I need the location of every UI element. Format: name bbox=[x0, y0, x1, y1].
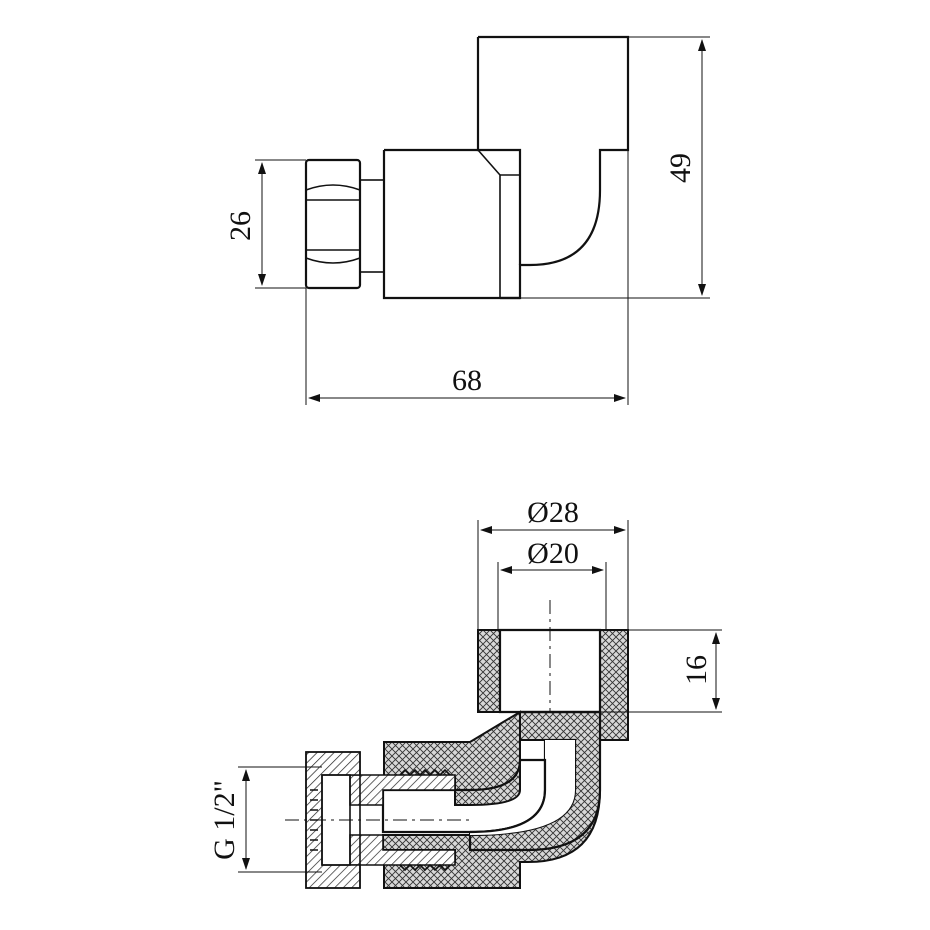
label-height: 49 bbox=[664, 153, 697, 183]
top-socket bbox=[478, 35, 630, 300]
dim-overall-length: 68 bbox=[305, 150, 629, 405]
label-inner-diameter: Ø20 bbox=[527, 537, 579, 570]
label-nut-size: 26 bbox=[224, 211, 257, 241]
top-view: 26 49 68 bbox=[224, 35, 710, 405]
section-view: Ø28 Ø20 16 G 1/2" bbox=[208, 496, 722, 889]
label-overall-length: 68 bbox=[452, 364, 482, 397]
dim-thread: G 1/2" bbox=[208, 766, 322, 873]
hex-nut bbox=[304, 158, 362, 290]
dim-nut-size: 26 bbox=[224, 159, 306, 289]
dim-height: 49 bbox=[520, 36, 710, 299]
dim-inner-diameter: Ø20 bbox=[497, 537, 607, 630]
label-socket-depth: 16 bbox=[680, 655, 713, 685]
label-outer-diameter: Ø28 bbox=[527, 496, 579, 529]
label-thread: G 1/2" bbox=[208, 780, 241, 860]
dim-socket-depth: 16 bbox=[600, 629, 722, 713]
dim-outer-diameter: Ø28 bbox=[477, 496, 629, 630]
plastic-body-upper bbox=[383, 710, 521, 806]
